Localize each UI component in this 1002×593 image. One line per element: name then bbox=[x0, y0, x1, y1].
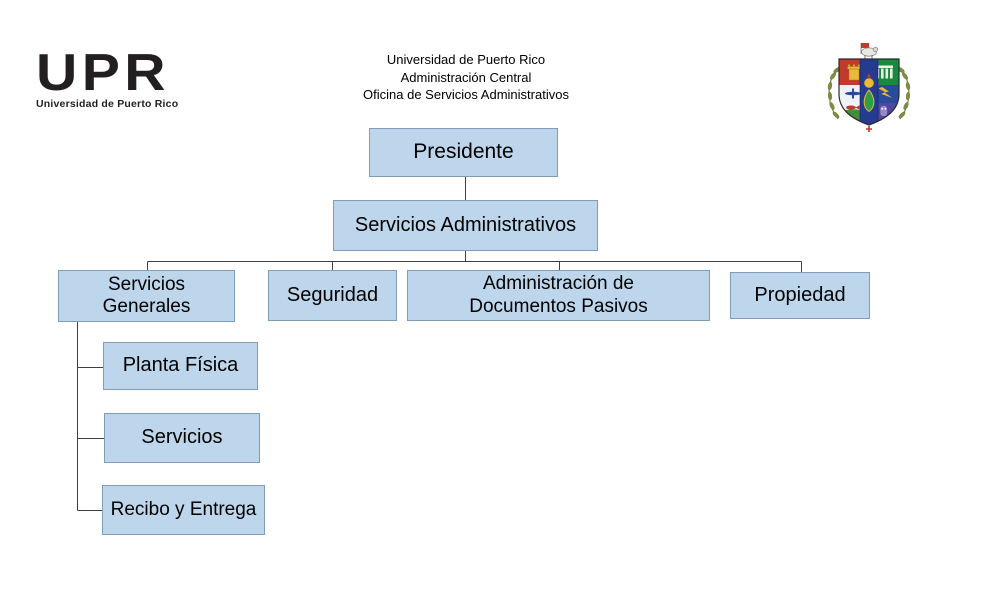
org-box-label: Seguridad bbox=[286, 283, 379, 306]
laurel-leaves-left bbox=[827, 67, 841, 119]
org-box-presidente: Presidente bbox=[369, 128, 558, 177]
cross-glyph bbox=[866, 126, 872, 132]
org-box-label: Recibo y Entrega bbox=[110, 498, 257, 520]
upr-logo-tagline: Universidad de Puerto Rico bbox=[36, 98, 179, 110]
lightning-glyph bbox=[878, 87, 893, 98]
central-pale bbox=[859, 59, 879, 125]
laurel-leaves-right bbox=[897, 67, 911, 119]
org-box-seguridad: Seguridad bbox=[268, 270, 397, 321]
org-box-servicios-administrativos: Servicios Administrativos bbox=[333, 200, 598, 251]
org-box-label-line2: Documentos Pasivos bbox=[469, 295, 648, 317]
org-box-servicios-generales: Servicios Generales bbox=[58, 270, 235, 322]
owl-glyph bbox=[879, 105, 888, 117]
shield-outline bbox=[838, 58, 900, 126]
org-box-administracion-documentos-pasivos: Administración de Documentos Pasivos bbox=[407, 270, 710, 321]
upr-logo-acronym: UPR bbox=[36, 44, 170, 102]
org-box-label-line1: Administración de bbox=[482, 273, 635, 295]
org-box-label: Servicios bbox=[141, 426, 223, 449]
org-box-label-line2: Generales bbox=[102, 296, 191, 317]
org-box-servicios: Servicios bbox=[104, 413, 260, 463]
lamb-icon bbox=[860, 43, 879, 59]
caduceus-glyph bbox=[845, 88, 861, 99]
title-line-administration: Administración Central bbox=[400, 69, 532, 85]
university-seal-icon bbox=[827, 43, 911, 132]
document-title: Universidad de Puerto Rico Administració… bbox=[316, 51, 616, 104]
org-box-propiedad: Propiedad bbox=[730, 272, 870, 319]
org-box-label: Planta Física bbox=[122, 354, 239, 377]
fish-glyph bbox=[846, 105, 860, 110]
org-box-label: Presidente bbox=[413, 140, 514, 164]
upr-logo: UPR Universidad de Puerto Rico bbox=[36, 47, 179, 110]
org-box-label-line1: Servicios bbox=[107, 273, 186, 295]
org-box-recibo-y-entrega: Recibo y Entrega bbox=[102, 485, 265, 535]
title-line-office: Oficina de Servicios Administrativos bbox=[363, 87, 569, 102]
title-line-university: Universidad de Puerto Rico bbox=[386, 52, 546, 67]
shield-fields bbox=[839, 59, 899, 125]
org-box-label: Servicios Administrativos bbox=[354, 213, 577, 236]
org-box-label: Propiedad bbox=[754, 283, 846, 306]
org-box-planta-fisica: Planta Física bbox=[103, 342, 258, 390]
